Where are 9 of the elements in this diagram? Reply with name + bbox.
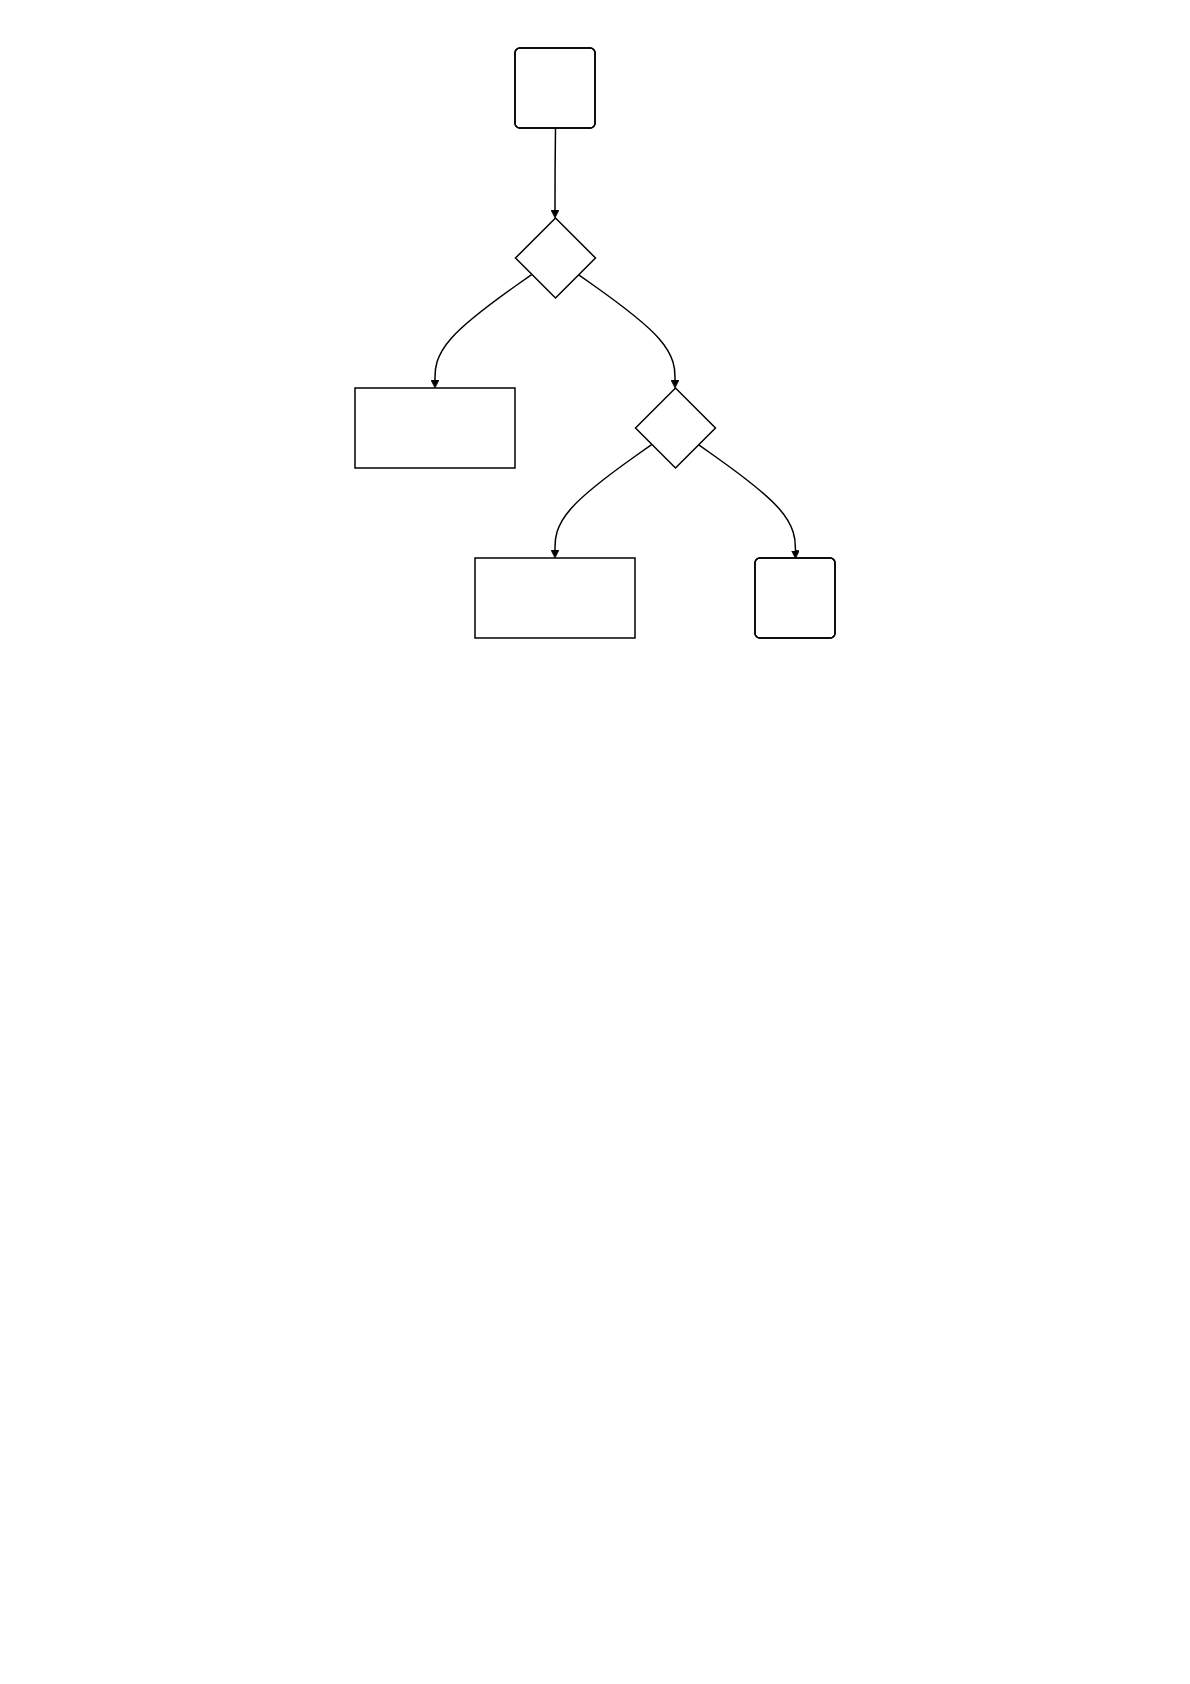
arrow: [550, 127, 560, 219]
arrow: [550, 443, 653, 559]
node-diamond: [634, 386, 717, 470]
node-box: [354, 387, 516, 469]
arrow: [430, 273, 533, 389]
node-diamond: [514, 216, 597, 300]
arrow: [577, 273, 680, 389]
node-box: [474, 557, 636, 639]
arrow: [697, 443, 800, 559]
